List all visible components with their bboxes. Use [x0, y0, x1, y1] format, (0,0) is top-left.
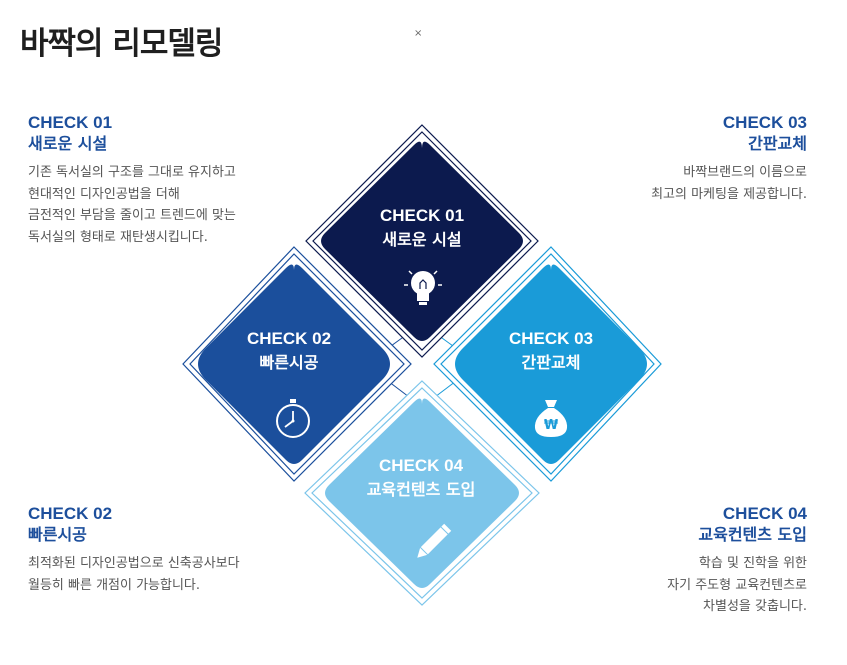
description-line: 바짝브랜드의 이름으로 [683, 165, 807, 180]
diamond-check-label: CHECK 03 [509, 329, 593, 348]
diamond-check-name: 간판교체 [522, 353, 581, 372]
description-line: 자기 주도형 교육컨텐츠로 [667, 577, 807, 593]
side-check-label: CHECK 02 [28, 504, 113, 523]
side-check-name: 교육컨텐츠 도입 [698, 525, 807, 544]
diamond-check-name: 빠른시공 [260, 353, 319, 372]
diamond-check-01: CHECK 01 새로운 시설 [305, 124, 539, 358]
page-title: 바짝의 리모델링 [20, 26, 223, 62]
diamond-check-03: CHECK 03 간판교체 ₩ [433, 246, 662, 482]
clock-icon [276, 399, 310, 438]
side-check-name: 간판교체 [748, 134, 807, 153]
diamond-check-label: CHECK 04 [379, 456, 464, 475]
side-description: 학습 및 진학을 위한 자기 주도형 교육컨텐츠로 차별성을 갖춥니다. [537, 553, 807, 618]
side-description: 기존 독서실의 구조를 그대로 유지하고 현대적인 디자인공법을 더해 금전적인… [28, 162, 298, 248]
side-block-check-03: CHECK 03 간판교체 바짝브랜드의 이름으로 최고의 마케팅을 제공합니다… [537, 112, 807, 205]
description-line: 최고의 마케팅을 제공합니다. [651, 186, 807, 202]
side-block-check-02: CHECK 02 빠른시공 최적화된 디자인공법으로 신축공사보다 월등히 빠른… [28, 503, 298, 596]
diamond-inner-outline [189, 253, 405, 475]
diamond-inner-outline [311, 387, 533, 599]
close-icon[interactable]: × [414, 28, 423, 39]
description-line: 최적화된 디자인공법으로 신축공사보다 [28, 556, 240, 571]
description-line: 기존 독서실의 구조를 그대로 유지하고 [28, 165, 236, 180]
diamond-fill [325, 398, 519, 588]
side-block-check-04: CHECK 04 교육컨텐츠 도입 학습 및 진학을 위한 자기 주도형 교육컨… [537, 503, 807, 618]
money-bag-icon: ₩ [534, 400, 568, 437]
won-symbol: ₩ [544, 418, 559, 433]
side-check-label: CHECK 03 [722, 113, 807, 132]
description-line: 월등히 빠른 개점이 가능합니다. [28, 577, 201, 593]
side-description: 최적화된 디자인공법으로 신축공사보다 월등히 빠른 개점이 가능합니다. [28, 553, 298, 596]
diamond-check-name: 새로운 시설 [382, 230, 461, 249]
side-check-label: CHECK 01 [28, 113, 113, 132]
diamond-check-label: CHECK 01 [380, 206, 464, 225]
side-check-name: 빠른시공 [28, 525, 87, 544]
diamond-check-02: CHECK 02 빠른시공 [182, 246, 412, 482]
diamond-fill [455, 264, 647, 464]
side-check-name: 새로운 시설 [28, 134, 108, 153]
lightbulb-icon [404, 270, 442, 305]
description-line: 독서실의 형태로 재탄생시킵니다. [28, 229, 208, 245]
side-block-check-01: CHECK 01 새로운 시설 기존 독서실의 구조를 그대로 유지하고 현대적… [28, 112, 298, 248]
diamond-fill [198, 264, 390, 464]
diamond-check-04: CHECK 04 교육컨텐츠 도입 [304, 380, 540, 606]
side-check-label: CHECK 04 [722, 504, 807, 523]
diamond-inner-outline [440, 253, 655, 475]
diamond-check-label: CHECK 02 [247, 329, 331, 348]
pencil-icon [417, 523, 452, 558]
diamond-check-name: 교육컨텐츠 도입 [367, 480, 476, 499]
description-line: 현대적인 디자인공법을 더해 [28, 186, 180, 202]
diamond-fill [321, 141, 523, 341]
description-line: 금전적인 부담을 줄이고 트렌드에 맞는 [28, 208, 236, 223]
side-description: 바짝브랜드의 이름으로 최고의 마케팅을 제공합니다. [537, 162, 807, 205]
diamond-inner-outline [312, 131, 532, 351]
description-line: 차별성을 갖춥니다. [703, 599, 807, 614]
description-line: 학습 및 진학을 위한 [698, 556, 807, 571]
